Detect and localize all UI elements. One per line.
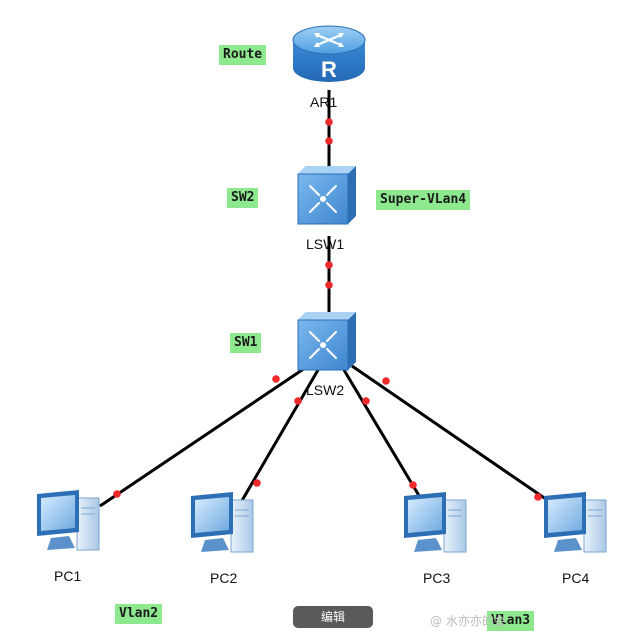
link-lsw2-pc1	[99, 364, 309, 508]
tag-super-vlan: Super-VLan4	[376, 190, 471, 210]
port-dot	[272, 375, 280, 383]
edit-button[interactable]: 编辑	[293, 606, 373, 628]
device-label-pc3: PC3	[423, 570, 451, 586]
port-dot	[534, 493, 542, 501]
watermark: @ 水亦亦的会	[430, 614, 506, 628]
port-dot	[325, 261, 333, 269]
port-dot	[113, 490, 121, 498]
pc-icon[interactable]	[191, 492, 254, 553]
device-label-ar1: AR1	[310, 94, 338, 110]
port-dot	[409, 481, 417, 489]
port-dot	[325, 281, 333, 289]
port-dot	[294, 397, 302, 405]
switch-icon[interactable]	[297, 166, 356, 225]
tag-vlan2: Vlan2	[115, 604, 163, 624]
port-dot	[325, 137, 333, 145]
port-dot	[362, 397, 370, 405]
device-label-pc1: PC1	[54, 568, 82, 584]
pc-icon[interactable]	[544, 492, 607, 553]
link-lsw2-pc3	[342, 369, 426, 505]
tag-sw1: SW1	[230, 333, 262, 353]
device-label-lsw2: LSW2	[306, 382, 345, 398]
device-label-pc4: PC4	[562, 570, 590, 586]
device-label-lsw1: LSW1	[306, 236, 345, 252]
port-dot	[325, 118, 333, 126]
router-icon[interactable]	[292, 25, 366, 82]
pc-icon[interactable]	[404, 492, 467, 553]
port-dot	[382, 377, 390, 385]
link-lsw2-pc2	[238, 369, 320, 505]
links	[99, 90, 557, 508]
link-lsw2-pc4	[351, 364, 557, 508]
device-label-pc2: PC2	[210, 570, 238, 586]
router-glyph: R	[321, 57, 337, 82]
switch-icon[interactable]	[297, 312, 356, 371]
pc-icon[interactable]	[37, 490, 100, 551]
port-dots	[113, 118, 542, 501]
tag-sw2: SW2	[227, 188, 259, 208]
port-dot	[253, 479, 261, 487]
tag-route: Route	[219, 45, 267, 65]
